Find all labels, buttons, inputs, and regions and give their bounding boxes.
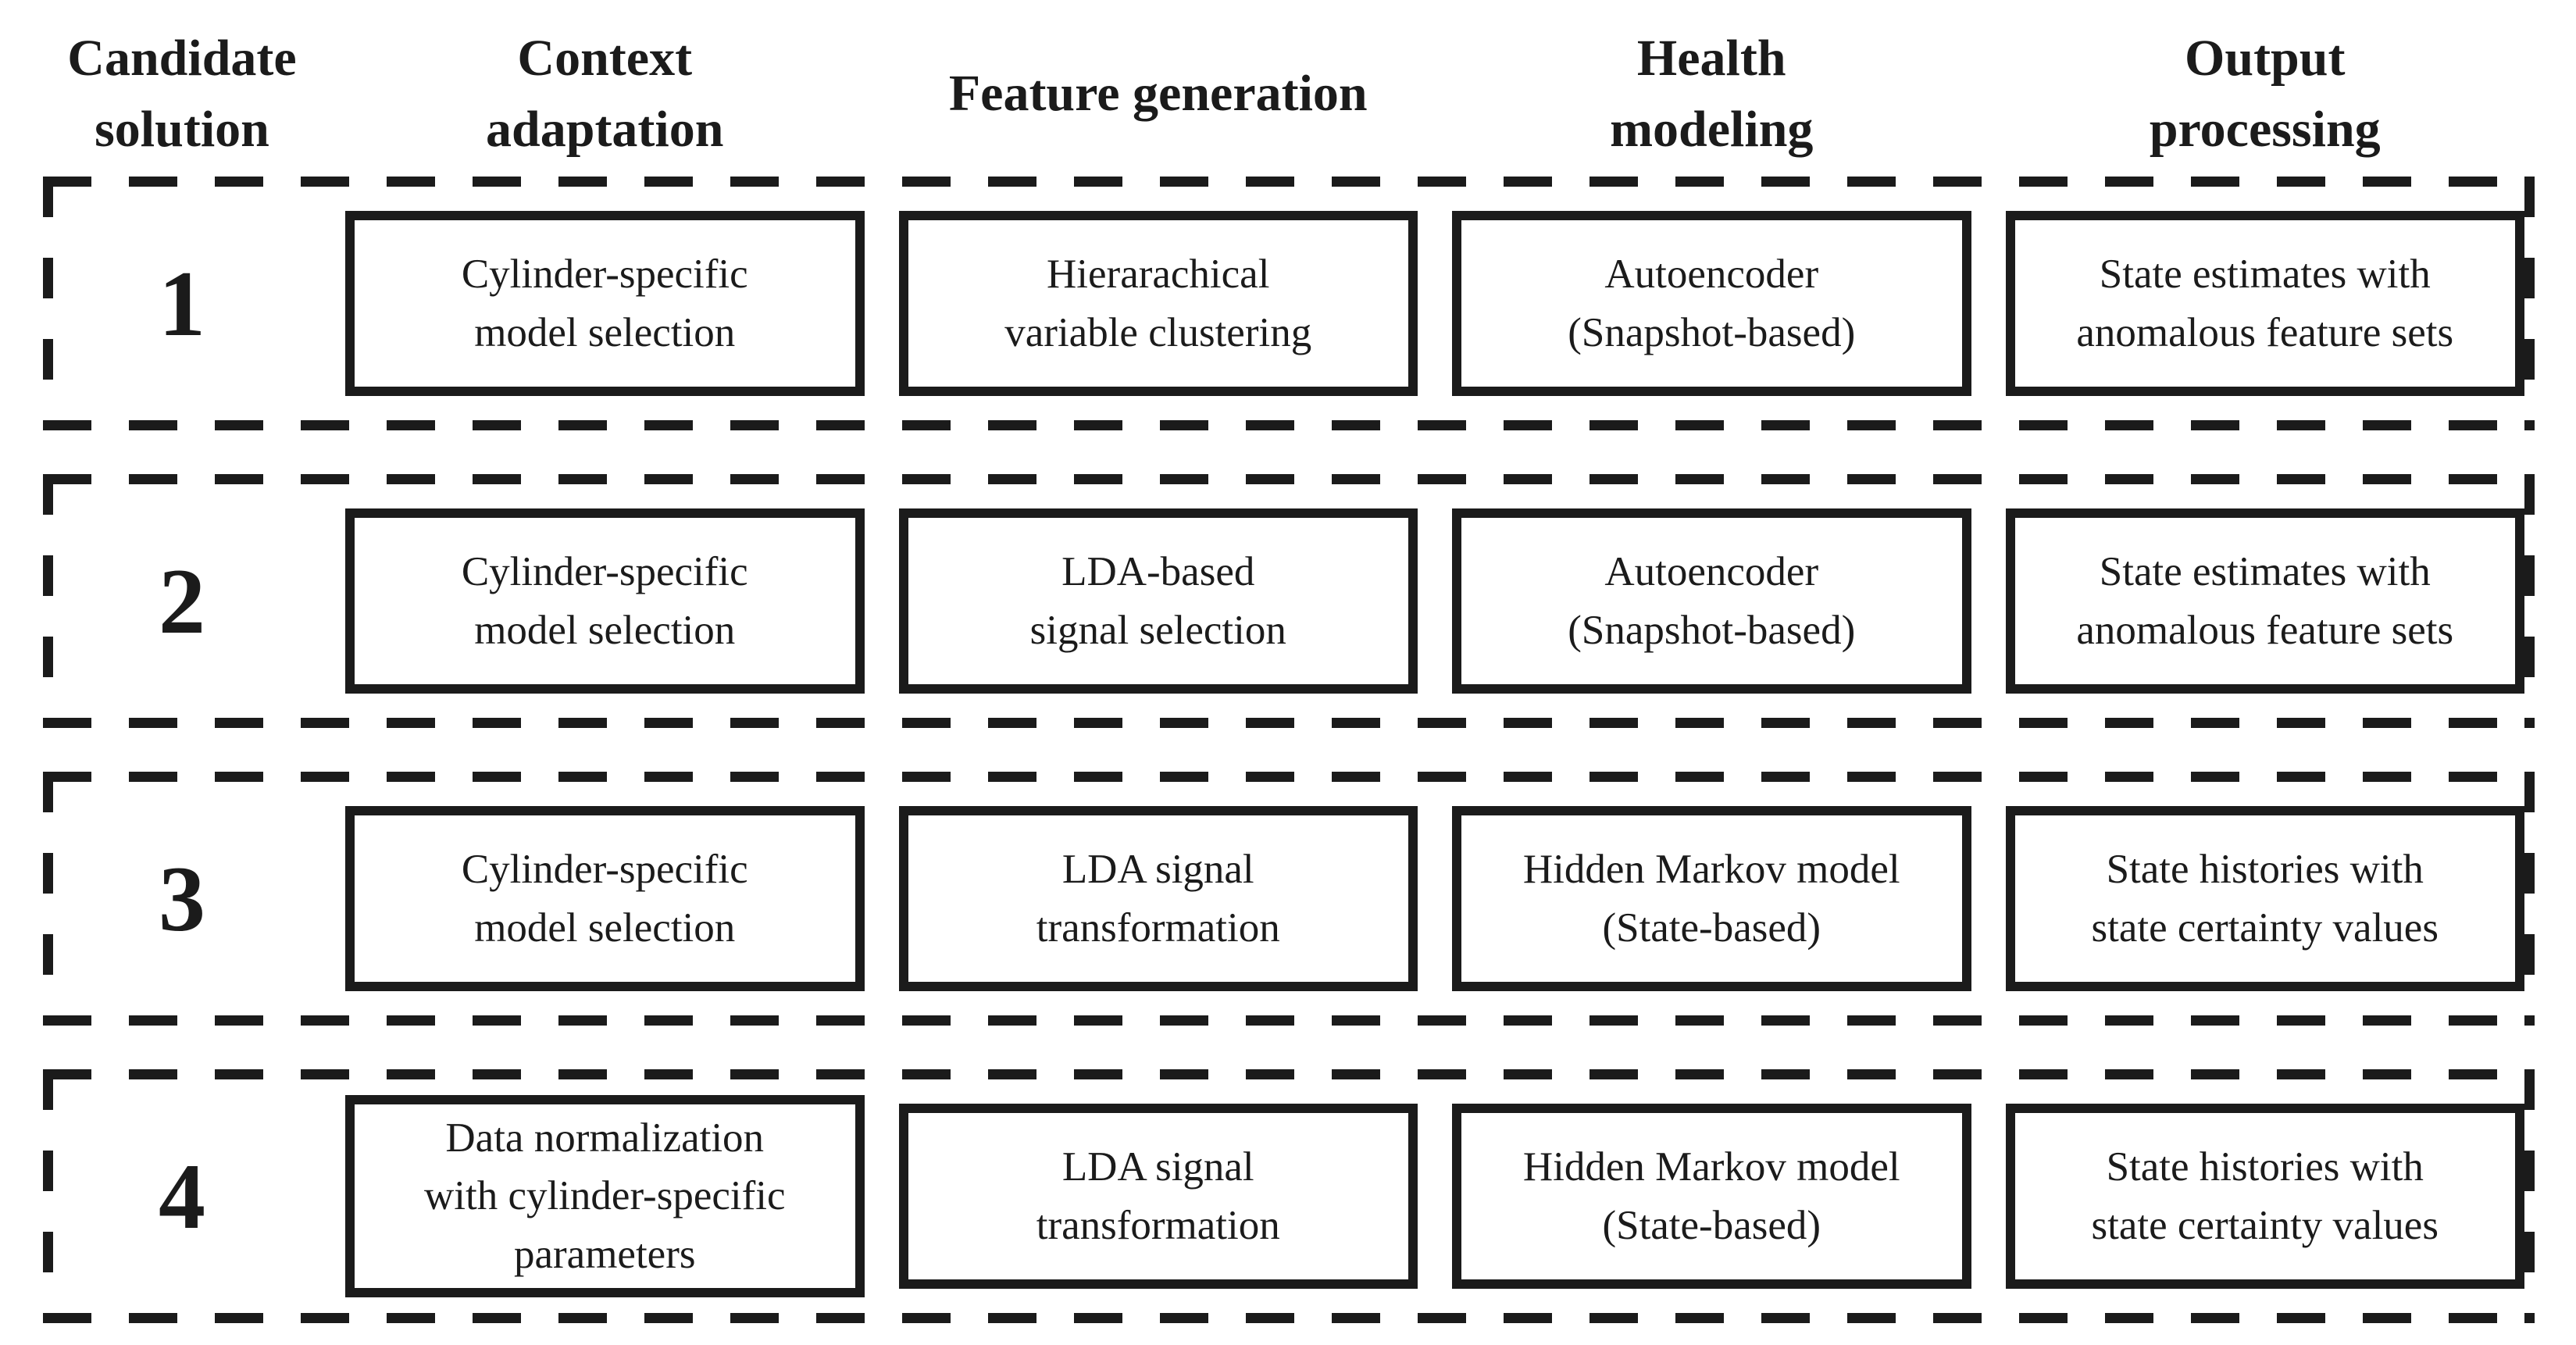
output-processing-box: State estimates with anomalous feature s… (2005, 508, 2524, 694)
feature-generation-box: LDA-based signal selection (898, 508, 1418, 694)
solution-row-1: 1 Cylinder-specific model selection Hier… (43, 177, 2535, 430)
column-header-row: Candidate solution Context adaptation Fe… (43, 11, 2535, 177)
feature-generation-box: LDA signal transformation (898, 1104, 1418, 1289)
column-header-health-modeling: Health modeling (1610, 29, 1814, 158)
column-header-feature-generation: Feature generation (948, 65, 1368, 123)
solution-number: 4 (159, 1143, 205, 1248)
context-adaptation-box: Data normalization with cylinder-specifi… (345, 1095, 865, 1297)
output-processing-box: State histories with state certainty val… (2005, 1104, 2524, 1289)
health-modeling-box: Autoencoder (Snapshot-based) (1452, 508, 1971, 694)
feature-generation-box: LDA signal transformation (898, 806, 1418, 991)
solution-number: 3 (159, 846, 205, 951)
solution-number: 2 (159, 548, 205, 653)
context-adaptation-box: Cylinder-specific model selection (345, 211, 865, 396)
context-adaptation-box: Cylinder-specific model selection (345, 508, 865, 694)
solution-number: 1 (159, 251, 205, 355)
feature-generation-box: Hierarachical variable clustering (898, 211, 1418, 396)
output-processing-box: State histories with state certainty val… (2005, 806, 2524, 991)
solution-row-3: 3 Cylinder-specific model selection LDA … (43, 772, 2535, 1026)
solution-row-2: 2 Cylinder-specific model selection LDA-… (43, 474, 2535, 728)
column-header-context-adaptation: Context adaptation (486, 29, 724, 158)
health-modeling-box: Hidden Markov model (State-based) (1452, 1104, 1971, 1289)
output-processing-box: State estimates with anomalous feature s… (2005, 211, 2524, 396)
solution-row-4: 4 Data normalization with cylinder-speci… (43, 1069, 2535, 1323)
health-modeling-box: Autoencoder (Snapshot-based) (1452, 211, 1971, 396)
health-modeling-box: Hidden Markov model (State-based) (1452, 806, 1971, 991)
solution-rows: 1 Cylinder-specific model selection Hier… (43, 177, 2535, 1323)
context-adaptation-box: Cylinder-specific model selection (345, 806, 865, 991)
column-header-output-processing: Output processing (2149, 29, 2381, 158)
column-header-candidate-solution: Candidate solution (67, 29, 297, 158)
